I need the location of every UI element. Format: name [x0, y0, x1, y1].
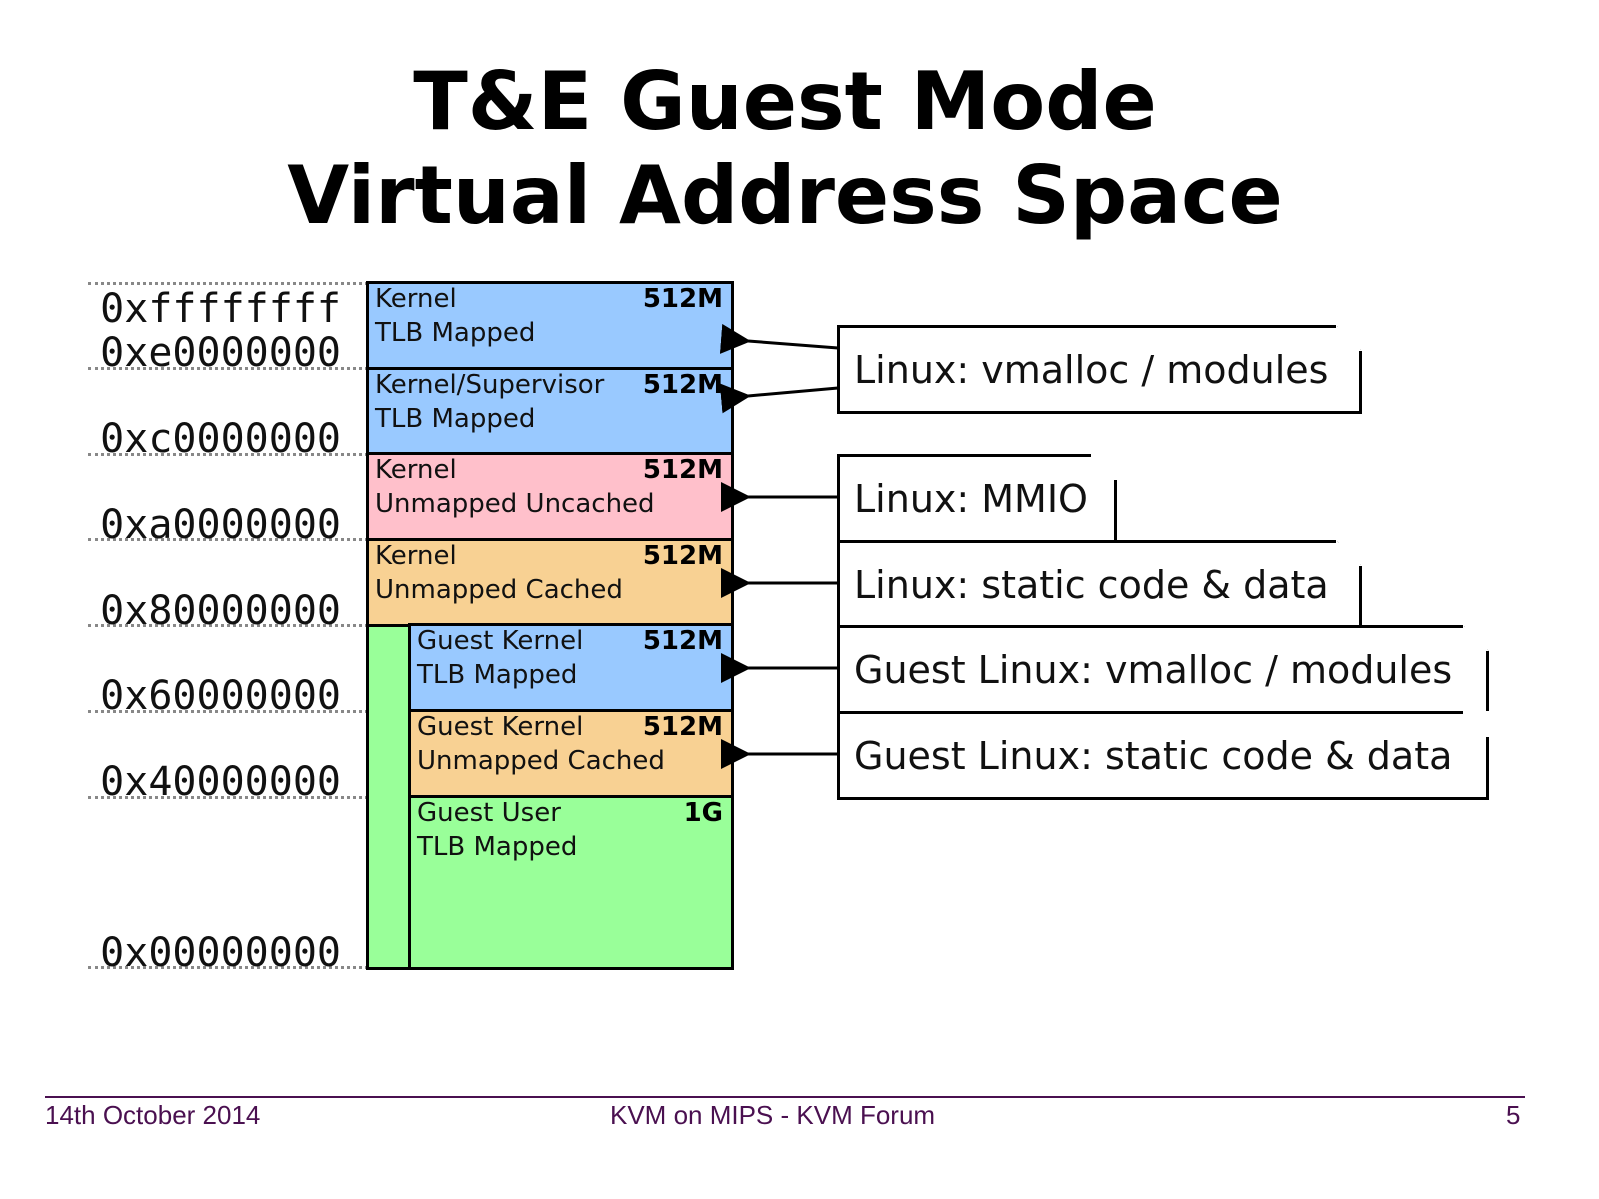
- footer-date: 14th October 2014: [45, 1100, 261, 1130]
- address-label: 0xc0000000: [100, 416, 341, 462]
- guide-line: [88, 453, 368, 456]
- note-guest-static: Guest Linux: static code & data: [837, 711, 1489, 800]
- segment-name: Kernel: [375, 455, 457, 485]
- segment-desc: Unmapped Uncached: [375, 489, 655, 519]
- segment-size: 512M: [642, 284, 723, 314]
- note-text: Guest Linux: static code & data: [854, 733, 1453, 778]
- segment-desc: Unmapped Cached: [375, 575, 623, 605]
- segment-guest-user: Guest User 1G TLB Mapped: [408, 795, 734, 970]
- guide-line: [88, 538, 368, 541]
- guide-line: [88, 367, 368, 370]
- arrow: [719, 323, 839, 354]
- footer-event: KVM on MIPS - KVM Forum: [610, 1100, 936, 1130]
- note-linux-static: Linux: static code & data: [837, 540, 1362, 629]
- segment-name: Guest Kernel: [417, 712, 584, 742]
- segment-guest-kseg2: Guest Kernel 512M TLB Mapped: [408, 623, 734, 712]
- segment-desc: TLB Mapped: [375, 404, 536, 434]
- guide-line: [88, 796, 368, 799]
- note-linux-mmio: Linux: MMIO: [837, 454, 1117, 543]
- segment-size: 512M: [642, 455, 723, 485]
- note-text: Guest Linux: vmalloc / modules: [854, 647, 1453, 692]
- footer-page-number: 5: [1506, 1100, 1521, 1130]
- segment-kseg0: Kernel 512M Unmapped Cached: [366, 538, 734, 627]
- segment-name: Kernel/Supervisor: [375, 370, 605, 400]
- guide-line: [88, 710, 368, 713]
- address-label: 0xffffffff: [100, 286, 341, 332]
- address-label: 0x80000000: [100, 588, 341, 634]
- note-text: Linux: MMIO: [854, 476, 1088, 521]
- segment-size: 512M: [642, 541, 723, 571]
- segment-desc: TLB Mapped: [417, 660, 578, 690]
- title-line-1: T&E Guest Mode: [413, 55, 1157, 148]
- segment-desc: Unmapped Cached: [417, 746, 665, 776]
- segment-size: 512M: [642, 626, 723, 656]
- title-line-2: Virtual Address Space: [287, 149, 1283, 242]
- segment-name: Guest User: [417, 798, 561, 828]
- address-label: 0xe0000000: [100, 330, 341, 376]
- address-label: 0x40000000: [100, 759, 341, 805]
- segment-desc: TLB Mapped: [417, 832, 578, 862]
- address-label: 0xa0000000: [100, 502, 341, 548]
- segment-size: 512M: [642, 712, 723, 742]
- arrow: [719, 383, 839, 414]
- guide-line: [88, 282, 368, 285]
- segment-name: Kernel: [375, 284, 457, 314]
- address-label: 0x60000000: [100, 673, 341, 719]
- segment-kseg1: Kernel 512M Unmapped Uncached: [366, 452, 734, 541]
- guide-line: [88, 624, 368, 627]
- address-label: 0x00000000: [100, 930, 341, 976]
- segment-ksseg: Kernel/Supervisor 512M TLB Mapped: [366, 367, 734, 456]
- guide-line: [88, 966, 368, 969]
- segment-desc: TLB Mapped: [375, 318, 536, 348]
- segment-guest-kseg0: Guest Kernel 512M Unmapped Cached: [408, 709, 734, 798]
- segment-name: Guest Kernel: [417, 626, 584, 656]
- note-text: Linux: static code & data: [854, 562, 1329, 607]
- segment-size: 512M: [642, 370, 723, 400]
- footer-rule: [45, 1096, 1525, 1098]
- segment-name: Kernel: [375, 541, 457, 571]
- note-text: Linux: vmalloc / modules: [854, 347, 1329, 392]
- note-guest-vmalloc: Guest Linux: vmalloc / modules: [837, 625, 1489, 714]
- segment-size: 1G: [683, 798, 723, 828]
- note-linux-vmalloc: Linux: vmalloc / modules: [837, 325, 1362, 414]
